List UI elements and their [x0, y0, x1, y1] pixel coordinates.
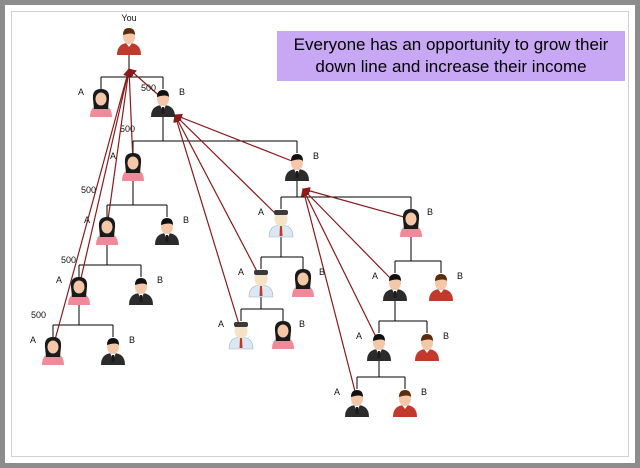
node-label: A [56, 275, 62, 285]
node-label: A [258, 207, 264, 217]
commission-amount-label: 500 [141, 83, 156, 93]
person-man-suit-icon: B [129, 275, 163, 305]
node-label: A [30, 335, 36, 345]
person-man-red-icon: B [429, 271, 463, 301]
node-label: B [313, 151, 319, 161]
node-label: A [334, 387, 340, 397]
node-label: A [78, 87, 84, 97]
person-woman-icon: B [400, 207, 433, 237]
commission-arrows: 500 500 500 500 500 [31, 68, 412, 400]
commission-amount-label: 500 [120, 124, 135, 134]
node-label: A [238, 267, 244, 277]
person-woman-icon: B [272, 319, 305, 349]
callout-box: Everyone has an opportunity to grow thei… [277, 31, 625, 81]
commission-arrow-a5-to-you [52, 68, 132, 348]
tree-connector-lines [52, 55, 442, 389]
node-label: B [319, 267, 325, 277]
node-label: B [157, 275, 163, 285]
callout-line-1: Everyone has an opportunity to grow thei… [293, 35, 609, 54]
commission-arrow-a8-to-b1 [173, 114, 242, 332]
commission-amount-label: 500 [61, 255, 76, 265]
node-label: B [179, 87, 185, 97]
person-man-suit-icon: B [155, 215, 189, 245]
node-label: B [443, 331, 449, 341]
commission-arrow-b1-to-you [128, 68, 164, 100]
person-woman-icon: A [84, 215, 118, 245]
person-man-suit-icon: A [356, 331, 391, 361]
node-label: B [457, 271, 463, 281]
node-label: A [84, 215, 90, 225]
person-doctor-icon: A [238, 267, 274, 298]
node-label: B [427, 207, 433, 217]
commission-arrow-a9-to-b2 [302, 188, 396, 284]
person-man-red-icon: B [415, 331, 449, 361]
node-label: B [183, 215, 189, 225]
node-label: B [299, 319, 305, 329]
node-label: You [121, 13, 136, 23]
node-label: A [110, 151, 116, 161]
commission-arrow-a4-to-you [78, 68, 132, 288]
person-man-suit-icon: B [101, 335, 135, 365]
person-woman-icon: A [78, 87, 112, 117]
node-label: A [218, 319, 224, 329]
person-woman-icon: A [56, 275, 90, 305]
person-man-suit-icon: A [334, 387, 369, 417]
commission-arrow-a6-to-b1 [174, 114, 282, 220]
commission-amount-label: 500 [81, 185, 96, 195]
person-doctor-icon: A [218, 319, 254, 350]
node-label: A [372, 271, 378, 281]
node-label: B [421, 387, 427, 397]
diagram-inner-border [11, 11, 629, 457]
person-man-suit-icon: A [372, 271, 407, 301]
commission-arrow-b6-to-b2 [302, 187, 412, 220]
person-woman-icon: A [30, 335, 64, 365]
commission-arrow-b2-to-b1 [174, 113, 298, 164]
person-woman-icon: A [110, 151, 144, 181]
callout-line-2: down line and increase their income [315, 57, 587, 76]
person-man-suit-icon: B [285, 151, 319, 181]
commission-arrow-a11-to-b2 [300, 188, 358, 400]
person-doctor-icon: A [258, 207, 294, 238]
person-man-red-icon: B [393, 387, 427, 417]
commission-arrow-a10-to-b2 [302, 188, 380, 344]
commission-arrow-a3-to-you [106, 68, 132, 228]
node-label: A [356, 331, 362, 341]
person-man-red-icon: You [117, 13, 141, 55]
person-woman-icon: B [292, 267, 325, 297]
person-man-suit-icon: B [151, 87, 185, 117]
commission-arrow-a7-to-b1 [174, 114, 262, 280]
commission-arrow-a2-to-you [125, 68, 134, 164]
commission-amount-label: 500 [31, 310, 46, 320]
node-label: B [129, 335, 135, 345]
